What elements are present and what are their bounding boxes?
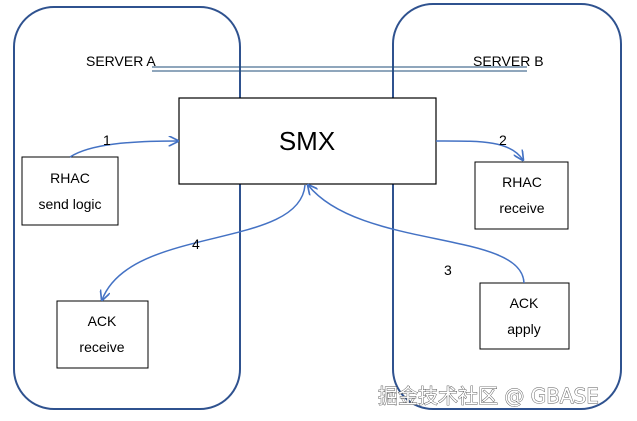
- smx-box: [178, 97, 437, 185]
- server-b-label: SERVER B: [473, 53, 544, 69]
- arrow-step-2: [435, 140, 523, 160]
- step-label-1: 1: [103, 132, 111, 148]
- rhac-send-logic-box: [21, 156, 119, 226]
- ack-apply-sublabel: apply: [507, 321, 540, 337]
- ack-receive-sublabel: receive: [79, 339, 124, 355]
- server-b-container: [392, 3, 622, 410]
- arrow-step-4: [102, 184, 306, 300]
- rhac-send-sublabel: send logic: [38, 196, 101, 212]
- arrow-step-1: [69, 141, 178, 158]
- rhac-receive-label: RHAC: [502, 174, 542, 190]
- step-label-2: 2: [499, 132, 507, 148]
- rhac-receive-sublabel: receive: [499, 200, 544, 216]
- arrow-step-3: [308, 185, 525, 284]
- watermark-text: 掘金技术社区 @ GBASE: [378, 384, 599, 408]
- ack-receive-label: ACK: [88, 313, 117, 329]
- ack-receive-box: [56, 300, 149, 369]
- smx-label: SMX: [279, 126, 335, 156]
- rhac-receive-box: [474, 161, 569, 230]
- step-label-4: 4: [192, 236, 200, 252]
- rhac-send-label: RHAC: [50, 170, 90, 186]
- server-a-container: [13, 6, 241, 410]
- ack-apply-box: [479, 282, 570, 350]
- server-a-label: SERVER A: [86, 53, 156, 69]
- step-label-3: 3: [444, 262, 452, 278]
- ack-apply-label: ACK: [510, 295, 539, 311]
